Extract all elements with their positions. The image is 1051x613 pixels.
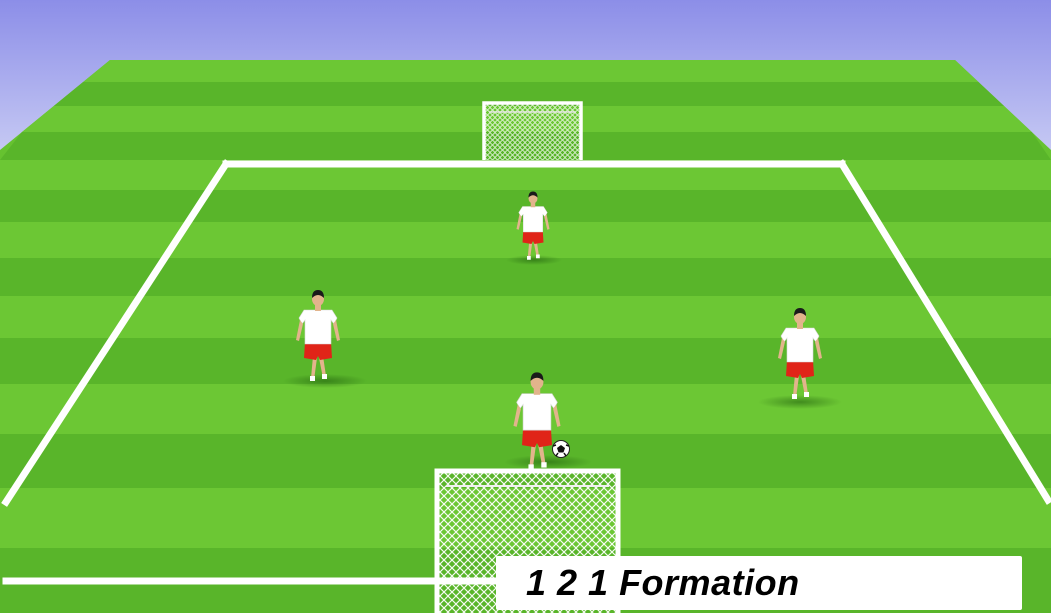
- far-goal: [484, 103, 581, 160]
- diagram-title: 1 2 1 Formation: [526, 562, 800, 604]
- grass-stripe: [0, 296, 1051, 338]
- grass-stripe: [83, 60, 978, 82]
- soccer-ball-icon: [553, 441, 570, 458]
- grass-stripe: [0, 338, 1051, 384]
